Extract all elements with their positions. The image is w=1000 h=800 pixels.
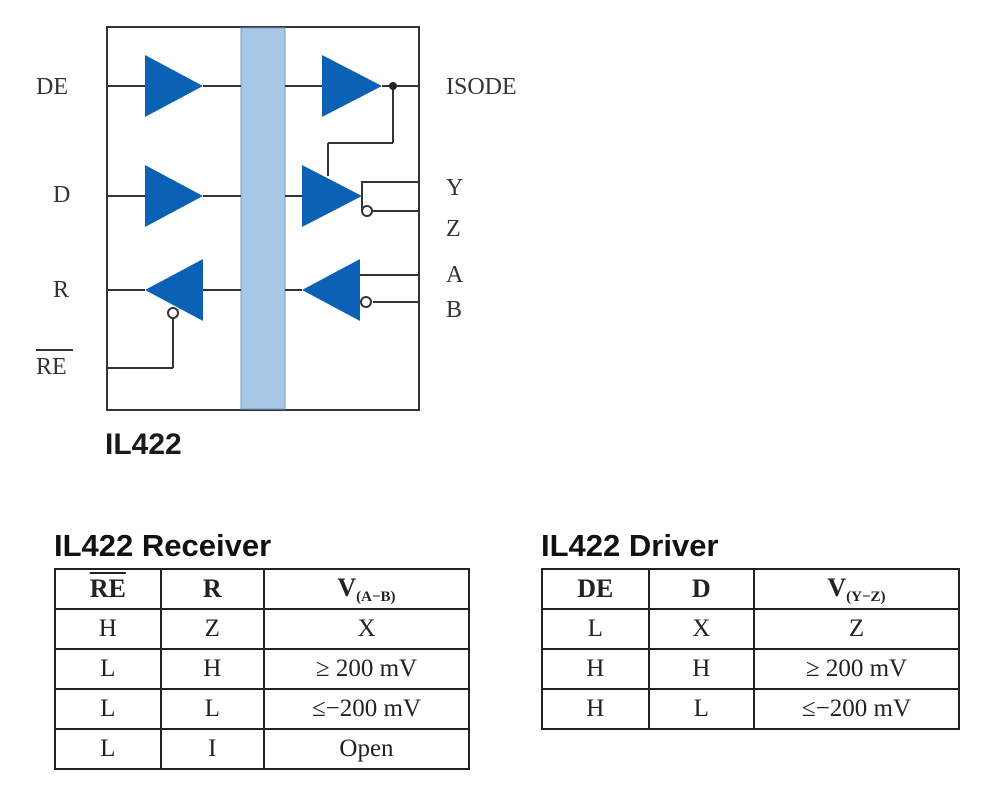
table-row: H H ≥ 200 mV: [541, 648, 961, 690]
driver-truth-table: DE D V(Y−Z) L X Z H H ≥ 200 mV H L ≤−200…: [541, 568, 961, 730]
driver-invert-bubble-icon: [361, 205, 373, 217]
receiver-truth-table: RE R V(A−B) H Z X L H ≥ 200 mV L L ≤−200…: [54, 568, 471, 770]
driver-table-title: IL422 Driver: [541, 528, 719, 563]
header-de: DE: [541, 568, 650, 610]
pin-label-b: B: [446, 297, 462, 323]
line-receiver-icon: [302, 259, 360, 321]
d-channel: [107, 181, 419, 212]
cell-v: Z: [752, 608, 961, 650]
de-channel: [107, 85, 419, 176]
table-row: L L ≤−200 mV: [54, 688, 471, 730]
line-driver-icon: [302, 165, 362, 227]
chip-name: IL422: [105, 428, 182, 461]
r-output-buffer-icon: [145, 259, 203, 321]
isolation-barrier: [240, 27, 286, 410]
header-r: R: [159, 568, 265, 610]
table-row: H Z X: [54, 608, 471, 650]
cell-d: H: [647, 648, 755, 690]
cell-v: ≤−200 mV: [752, 688, 961, 730]
cell-v: Open: [262, 728, 471, 770]
cell-d: X: [647, 608, 755, 650]
cell-r: Z: [159, 608, 265, 650]
cell-de: L: [541, 608, 650, 650]
cell-re: H: [54, 608, 162, 650]
pin-label-re: RE: [36, 354, 67, 380]
cell-v: ≤−200 mV: [262, 688, 471, 730]
chip-outline: [106, 26, 420, 411]
pin-label-z: Z: [446, 216, 461, 242]
receiver-invert-bubble-icon: [360, 296, 372, 308]
header-v-ab: V(A−B): [262, 568, 471, 610]
pin-label-a: A: [446, 262, 464, 288]
table-row: H L ≤−200 mV: [541, 688, 961, 730]
d-input-buffer-icon: [145, 165, 203, 227]
cell-r: I: [159, 728, 265, 770]
cell-r: H: [159, 648, 265, 690]
cell-v: ≥ 200 mV: [262, 648, 471, 690]
header-d: D: [647, 568, 755, 610]
block-diagram: DE D R RE ISODE Y Z A B: [36, 26, 517, 411]
cell-re: L: [54, 648, 162, 690]
cell-v: X: [262, 608, 471, 650]
cell-de: H: [541, 648, 650, 690]
header-re: RE: [54, 568, 162, 610]
cell-r: L: [159, 688, 265, 730]
cell-re: L: [54, 688, 162, 730]
receiver-table-title: IL422 Receiver: [54, 528, 272, 563]
table-header-row: DE D V(Y−Z): [541, 568, 961, 610]
cell-de: H: [541, 688, 650, 730]
header-v-yz: V(Y−Z): [752, 568, 961, 610]
de-output-buffer-icon: [322, 55, 382, 117]
pin-label-y: Y: [446, 175, 463, 201]
pin-label-isode: ISODE: [446, 74, 517, 100]
pin-label-d: D: [53, 182, 70, 208]
isode-junction-dot: [389, 82, 397, 90]
table-row: L H ≥ 200 mV: [54, 648, 471, 690]
re-invert-bubble-icon: [167, 307, 179, 319]
table-row: L I Open: [54, 728, 471, 770]
pin-label-de: DE: [36, 74, 68, 100]
cell-re: L: [54, 728, 162, 770]
r-channel: [107, 274, 419, 369]
cell-d: L: [647, 688, 755, 730]
cell-v: ≥ 200 mV: [752, 648, 961, 690]
table-header-row: RE R V(A−B): [54, 568, 471, 610]
de-input-buffer-icon: [145, 55, 203, 117]
pin-label-r: R: [53, 277, 69, 303]
table-row: L X Z: [541, 608, 961, 650]
